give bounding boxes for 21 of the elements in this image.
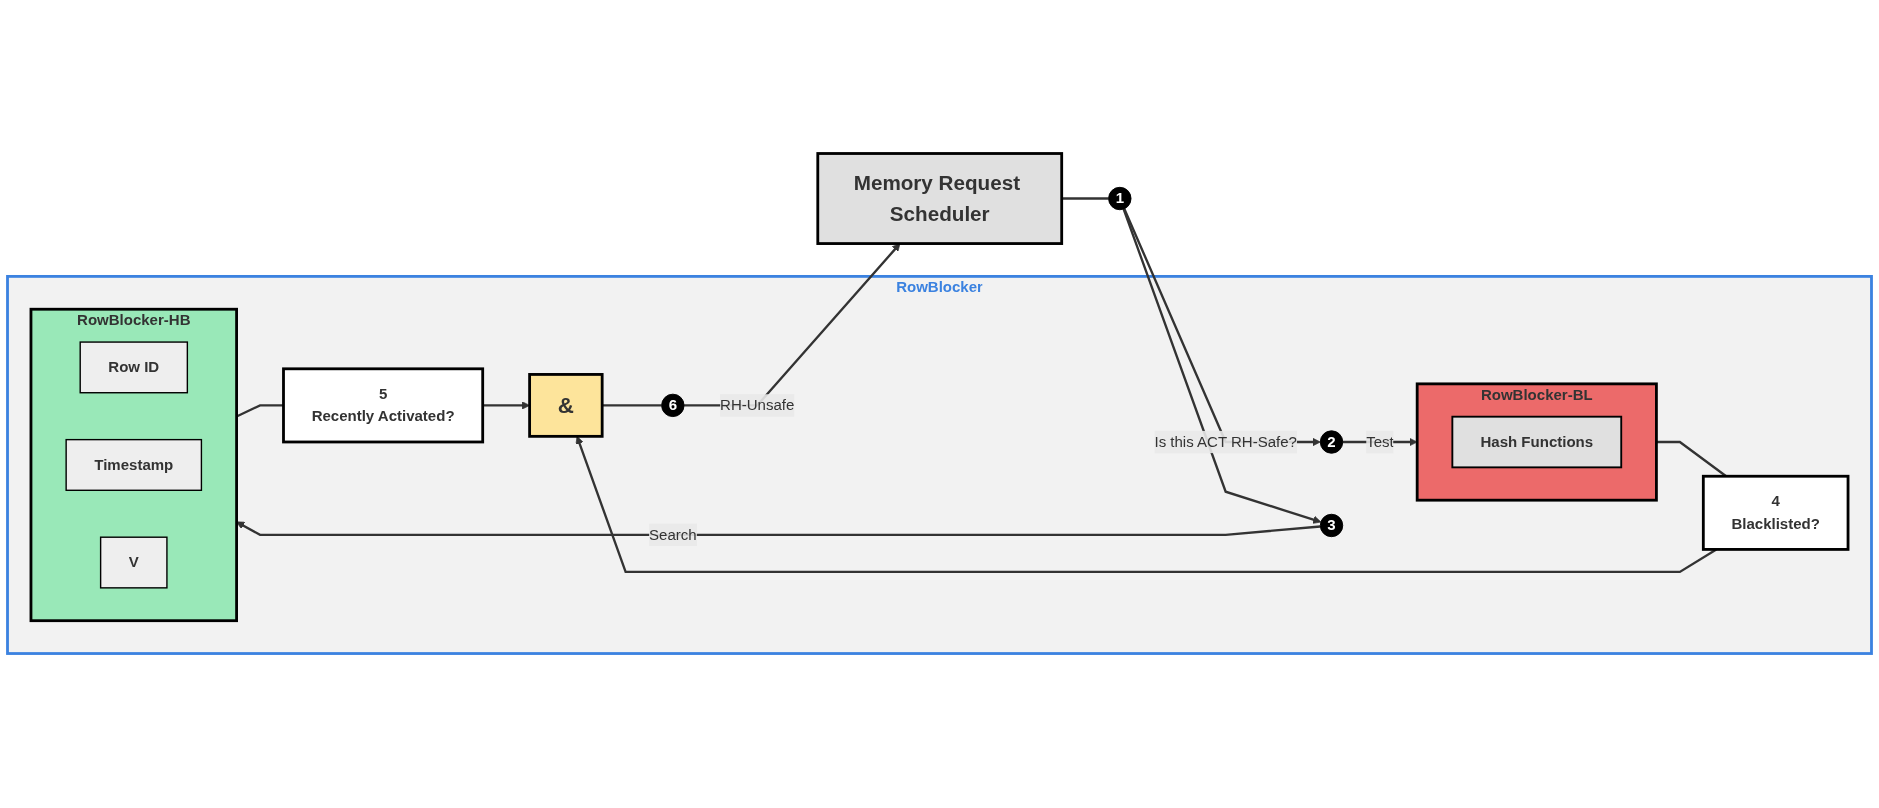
node-box: Hash Functions: [1451, 416, 1623, 469]
edge-label: Search: [649, 526, 697, 543]
node-box: V: [99, 536, 168, 590]
node-circle: 2: [1319, 430, 1344, 455]
connector: [236, 404, 284, 418]
node-box: &: [528, 373, 604, 439]
node-box: 5 Recently Activated?: [282, 367, 485, 444]
node-box: Row ID: [79, 341, 189, 394]
arrow: [482, 401, 530, 410]
arrow: [236, 522, 1321, 537]
edge-label: RH-Unsafe: [720, 397, 795, 414]
node-circle: 6: [661, 394, 685, 418]
node-box: 4 Blacklisted?: [1701, 475, 1850, 552]
connector: [1061, 197, 1109, 201]
node-box: Timestamp: [65, 439, 203, 492]
node-box: Memory Request Scheduler: [816, 152, 1064, 246]
edge-label: Is this ACT RH-Safe?: [1154, 434, 1297, 451]
edge-label: Test: [1366, 434, 1394, 451]
node-circle: 1: [1108, 187, 1132, 211]
connector: [602, 404, 662, 408]
node-circle: 3: [1319, 514, 1344, 538]
